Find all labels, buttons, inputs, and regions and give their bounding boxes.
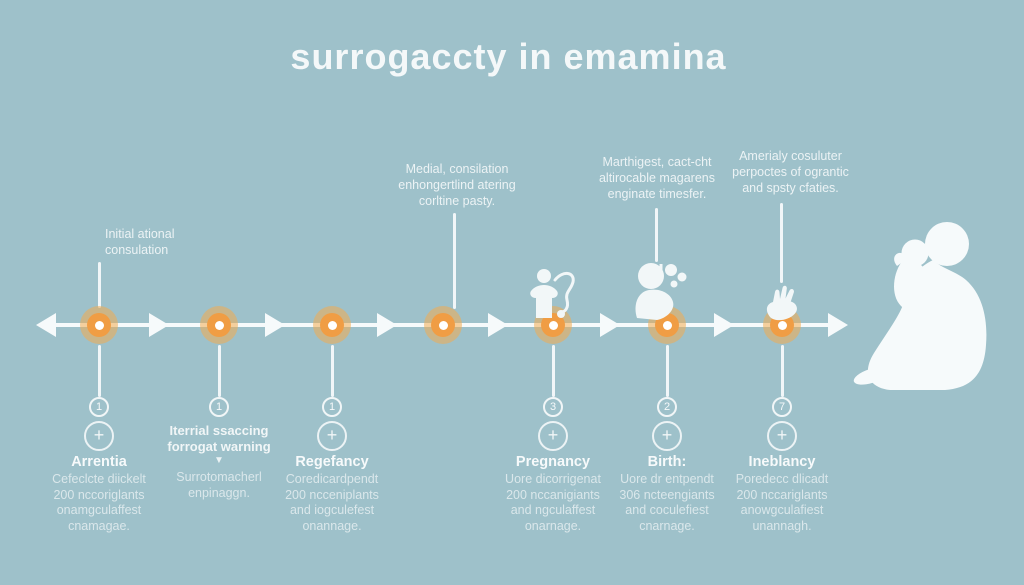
step2-number-badge: 1	[209, 397, 229, 417]
connector-line	[453, 213, 456, 309]
step5-heading: Pregnancy	[515, 454, 591, 470]
timeline-dot-2	[200, 306, 238, 344]
step7-heading: Ineblancy	[748, 454, 816, 470]
step6-expand-button[interactable]: +	[652, 421, 682, 451]
step1-heading: Arrentia	[71, 454, 127, 470]
step1-number-badge: 1	[89, 397, 109, 417]
step1-top-label: Initial ational consulation	[105, 227, 175, 257]
step5-number-badge: 3	[543, 397, 563, 417]
step6-heading: Birth:	[647, 454, 687, 470]
step6-number-badge: 2	[657, 397, 677, 417]
mother-baby-silhouette	[845, 200, 1015, 390]
timeline-arrow-icon	[714, 313, 734, 337]
connector-line	[552, 345, 555, 397]
person-holding-baby-icon	[627, 262, 693, 320]
step7-expand-button[interactable]: +	[767, 421, 797, 451]
timeline-dot-1	[80, 306, 118, 344]
timeline-arrow-icon	[600, 313, 620, 337]
step2-label: Iterrial ssaccing forrogat warning	[167, 423, 271, 454]
step3-number-badge: 1	[322, 397, 342, 417]
step5-body: Uore dicorrigenat 200 nccanigiants and n…	[505, 472, 601, 533]
step4-top-label: Medial, consilation enhongertlind aterin…	[398, 162, 516, 208]
connector-line	[666, 345, 669, 397]
step3-heading: Regefancy	[295, 454, 369, 470]
step3-body: Coredicardpendt 200 ncceniplants and iog…	[285, 472, 379, 533]
chevron-down-icon: ▼	[214, 455, 224, 466]
timeline-dot-3	[313, 306, 351, 344]
step2-body: Surrotomacherl enpinaggn.	[176, 470, 262, 500]
connector-line	[218, 345, 221, 397]
step5-expand-button[interactable]: +	[538, 421, 568, 451]
timeline-arrow-icon	[377, 313, 397, 337]
step6-top-label: Marthigest, cact-cht altirocable magaren…	[598, 155, 716, 201]
connector-line	[98, 345, 101, 397]
connector-line	[781, 345, 784, 397]
connector-line	[655, 208, 658, 262]
connector-line	[331, 345, 334, 397]
timeline-left-arrow-icon	[36, 313, 56, 337]
page-title: surrogaccty in emamina	[290, 36, 727, 77]
connector-line	[780, 203, 783, 283]
timeline-arrow-icon	[488, 313, 508, 337]
step7-top-label: Amerialy cosuluter perpoctes of ograntic…	[732, 149, 849, 195]
timeline-dot-4	[424, 306, 462, 344]
step3-expand-button[interactable]: +	[317, 421, 347, 451]
timeline-arrow-icon	[265, 313, 285, 337]
step1-expand-button[interactable]: +	[84, 421, 114, 451]
step1-body: Cefeclcte diickelt 200 nccoriglants onam…	[52, 472, 146, 533]
hand-icon	[762, 283, 802, 321]
timeline-right-arrow-icon	[828, 313, 848, 337]
step7-number-badge: 7	[772, 397, 792, 417]
timeline-arrow-icon	[149, 313, 169, 337]
step7-body: Poredecc dlicadt 200 nccariglants anowgc…	[735, 472, 829, 533]
connector-line	[98, 262, 101, 308]
step6-body: Uore dr entpendt 306 ncteengiants and co…	[619, 472, 715, 533]
person-stethoscope-icon	[527, 268, 581, 320]
